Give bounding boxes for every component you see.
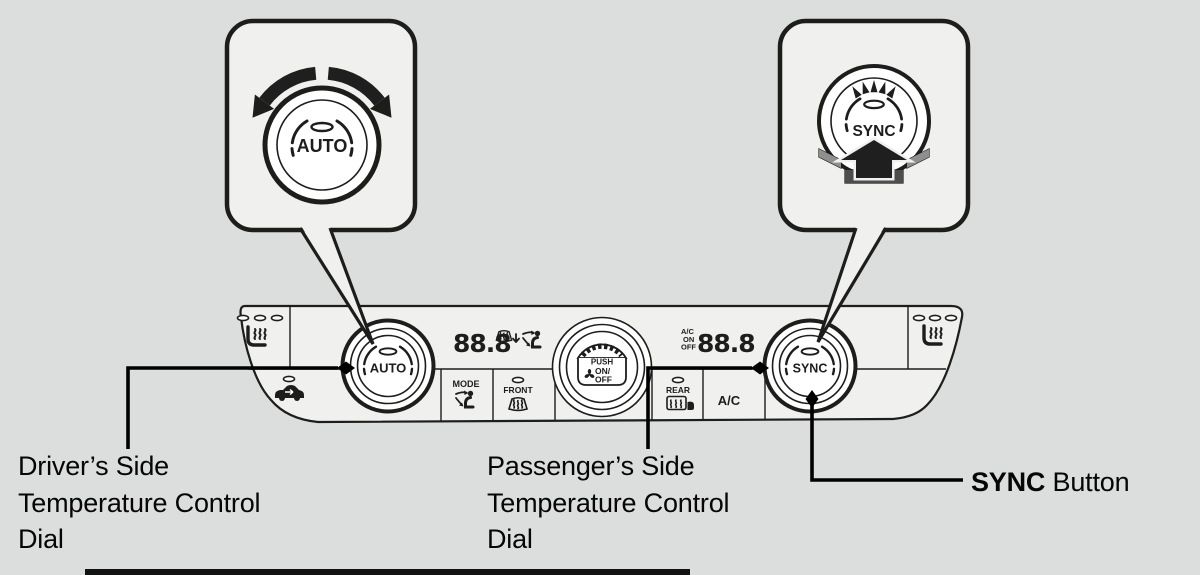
front-label: FRONT — [503, 385, 533, 395]
indicator-lamp-icon — [282, 375, 296, 383]
callout-line: Dial — [18, 524, 64, 554]
callout-line: Dial — [487, 524, 533, 554]
inset-auto-label: AUTO — [297, 136, 348, 156]
fan-control-dial: PUSH ON/ OFF — [551, 316, 653, 418]
fan-button-body — [577, 358, 627, 386]
indicator-lamp-icon — [270, 314, 284, 322]
callout-line: Temperature Control — [18, 487, 261, 518]
driver-temperature-dial: AUTO — [340, 318, 436, 414]
driver-temperature-display: 88.8 — [453, 329, 542, 358]
sync-dial-label: SYNC — [793, 362, 828, 376]
driver-dial-leader — [126, 361, 355, 449]
climate-control-panel: 88.8 MODE FRONT PUSH ON/ OFF — [236, 304, 964, 424]
fan-off-label: OFF — [595, 375, 612, 385]
driver-temp-value: 88.8 — [453, 329, 511, 358]
rear-label: REAR — [666, 385, 690, 395]
ac-label: A/C — [718, 393, 741, 408]
fan-speed-bars — [580, 343, 624, 358]
callout-line: Driver’s Side — [18, 451, 169, 481]
passenger-dial-leader — [646, 361, 769, 449]
mode-label: MODE — [453, 379, 480, 389]
rear-defrost-button: REAR — [666, 376, 695, 411]
indicator-lamp-icon — [236, 314, 250, 322]
sync-button-leader — [805, 390, 963, 482]
passenger-temperature-display: A/C ON OFF 88.8 — [681, 327, 756, 358]
ac-indicator: A/C — [681, 327, 695, 336]
page-edge-bar — [85, 569, 690, 575]
inset-sync-button: SYNC — [777, 18, 971, 343]
fan-on-label: ON/ — [595, 366, 611, 376]
auto-dial-label: AUTO — [370, 361, 407, 376]
fan-push-label: PUSH — [591, 358, 613, 367]
indicator-lamp-icon — [253, 314, 267, 322]
off-indicator: OFF — [681, 343, 696, 352]
inset-driver-dial: AUTO — [224, 18, 418, 345]
rotate-dial-arrows-icon — [252, 66, 392, 118]
indicator-lamp-icon — [671, 376, 685, 384]
passenger-temperature-dial: SYNC — [762, 318, 858, 414]
sync-callout-rest: Button — [1045, 467, 1130, 497]
driver-dial-callout: Driver’s Side Temperature Control Dial — [18, 448, 261, 558]
on-indicator: ON — [683, 335, 694, 344]
indicator-lamp-icon — [511, 376, 525, 384]
arrow-down-icon — [512, 333, 520, 343]
callout-line: Temperature Control — [487, 487, 730, 518]
press-burst-icon — [852, 80, 896, 99]
callout-line: Passenger’s Side — [487, 451, 695, 481]
press-button-arrow-icon — [818, 137, 930, 184]
sync-button-callout: SYNC Button — [971, 464, 1130, 501]
sync-callout-bold: SYNC — [971, 467, 1046, 497]
inset-sync-label: SYNC — [852, 123, 895, 140]
indicator-lamp-icon — [928, 314, 942, 322]
mode-button: MODE — [453, 379, 480, 409]
passenger-dial-callout: Passenger’s Side Temperature Control Dia… — [487, 448, 730, 558]
indicator-lamp-icon — [912, 314, 926, 322]
indicator-lamp-icon — [944, 314, 958, 322]
front-defrost-button: FRONT — [503, 376, 533, 412]
ac-button: A/C — [718, 393, 741, 408]
passenger-temp-value: 88.8 — [697, 329, 755, 358]
